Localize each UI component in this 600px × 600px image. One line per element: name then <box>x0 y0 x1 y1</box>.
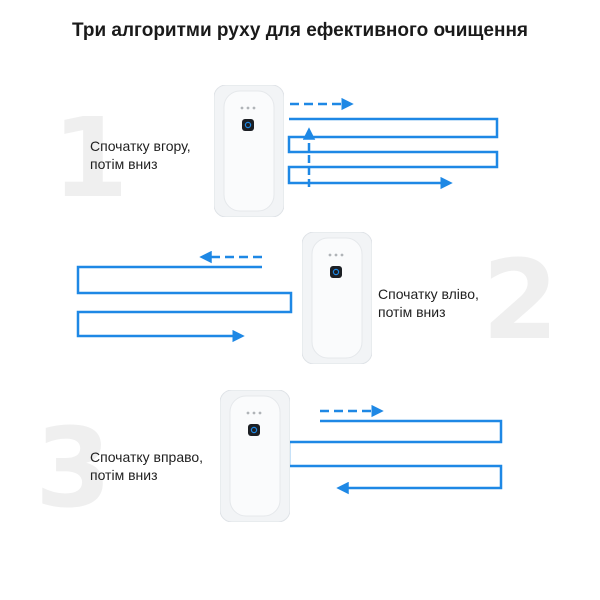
step-2-zigzag <box>76 265 293 343</box>
step-2-caption-line1: Спочатку вліво, <box>378 286 479 302</box>
step-3-zigzag <box>287 419 503 495</box>
step-1-path <box>287 97 499 190</box>
power-button-icon <box>248 424 260 436</box>
power-button-icon <box>242 119 254 131</box>
step-3-caption-line2: потім вниз <box>90 467 158 483</box>
step-2-path <box>76 250 293 343</box>
indicator-dot <box>258 411 262 415</box>
indicator-dot <box>340 253 344 257</box>
step-3-path <box>287 404 503 495</box>
indicator-dot <box>252 106 256 110</box>
step-2-robot <box>302 232 372 364</box>
indicator-dot <box>328 253 332 257</box>
step-1-caption-line2: потім вниз <box>90 156 158 172</box>
page-title: Три алгоритми руху для ефективного очище… <box>71 20 529 41</box>
step-1-caption-line1: Спочатку вгору, <box>90 138 191 154</box>
step-1-caption: Спочатку вгору, потім вниз <box>90 137 191 173</box>
step-2-number: 2 <box>482 236 559 364</box>
step-3-caption: Спочатку вправо, потім вниз <box>90 448 203 484</box>
step-3-caption-line1: Спочатку вправо, <box>90 449 204 465</box>
step-1-zigzag <box>287 117 499 190</box>
step-1-number: 1 <box>52 94 129 222</box>
indicator-dot <box>240 106 244 110</box>
indicator-dot <box>252 411 256 415</box>
indicator-dot <box>334 253 338 257</box>
step-2-caption-line2: потім вниз <box>378 304 446 320</box>
power-button-icon <box>330 266 342 278</box>
step-2-caption: Спочатку вліво, потім вниз <box>378 285 479 321</box>
step-3-number: 3 <box>35 404 112 532</box>
indicator-dot <box>246 106 250 110</box>
step-1-robot <box>214 85 284 217</box>
step-3-robot <box>220 390 290 522</box>
indicator-dot <box>246 411 250 415</box>
